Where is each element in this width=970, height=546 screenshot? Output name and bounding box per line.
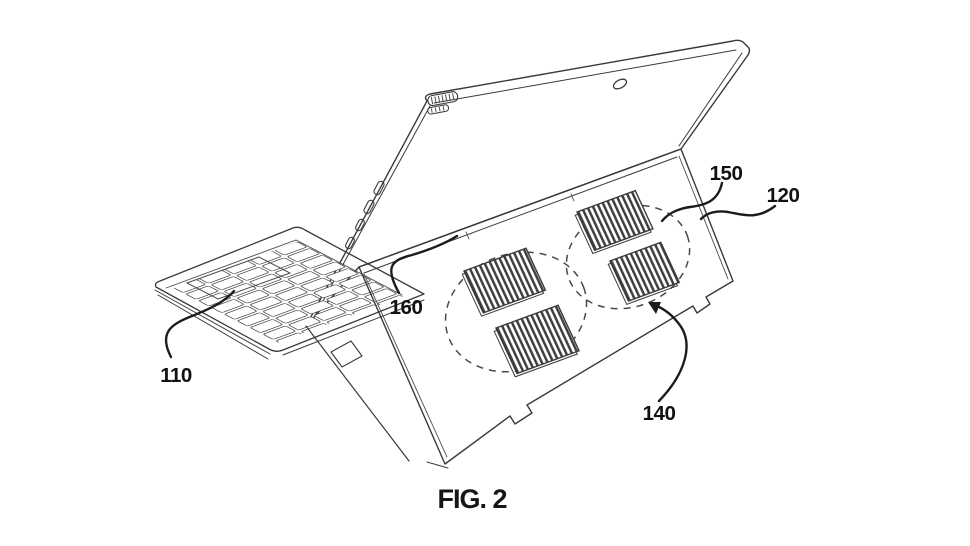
solar-cell-top-left <box>461 247 547 317</box>
leader-160 <box>390 234 459 295</box>
kickstand <box>358 148 734 465</box>
ref-label-120: 120 <box>767 184 800 207</box>
figure-caption: FIG. 2 <box>437 484 506 514</box>
leader-lines <box>164 181 777 403</box>
solar-cell-top-right <box>574 189 654 255</box>
keyboard-keys <box>172 241 404 343</box>
leader-140-arrowhead-icon <box>648 302 661 314</box>
leader-140 <box>655 304 688 403</box>
solar-cell-bottom-left <box>493 304 580 378</box>
ref-label-150: 150 <box>710 162 743 185</box>
ref-label-110: 110 <box>160 364 192 387</box>
bottom-foot <box>330 340 363 368</box>
rear-camera-icon <box>612 78 628 90</box>
leader-110 <box>164 289 236 359</box>
leader-120 <box>699 204 777 221</box>
keyboard <box>154 226 425 360</box>
side-buttons <box>345 180 385 250</box>
ref-label-140: 140 <box>643 402 676 425</box>
ref-label-160: 160 <box>390 296 423 319</box>
solar-cell-bottom-right <box>607 241 681 305</box>
touchpad <box>185 256 292 300</box>
tablet-body <box>305 39 751 327</box>
speaker-grille-icon <box>427 91 459 115</box>
device-bottom-edge <box>305 325 449 469</box>
leader-150 <box>660 181 724 223</box>
